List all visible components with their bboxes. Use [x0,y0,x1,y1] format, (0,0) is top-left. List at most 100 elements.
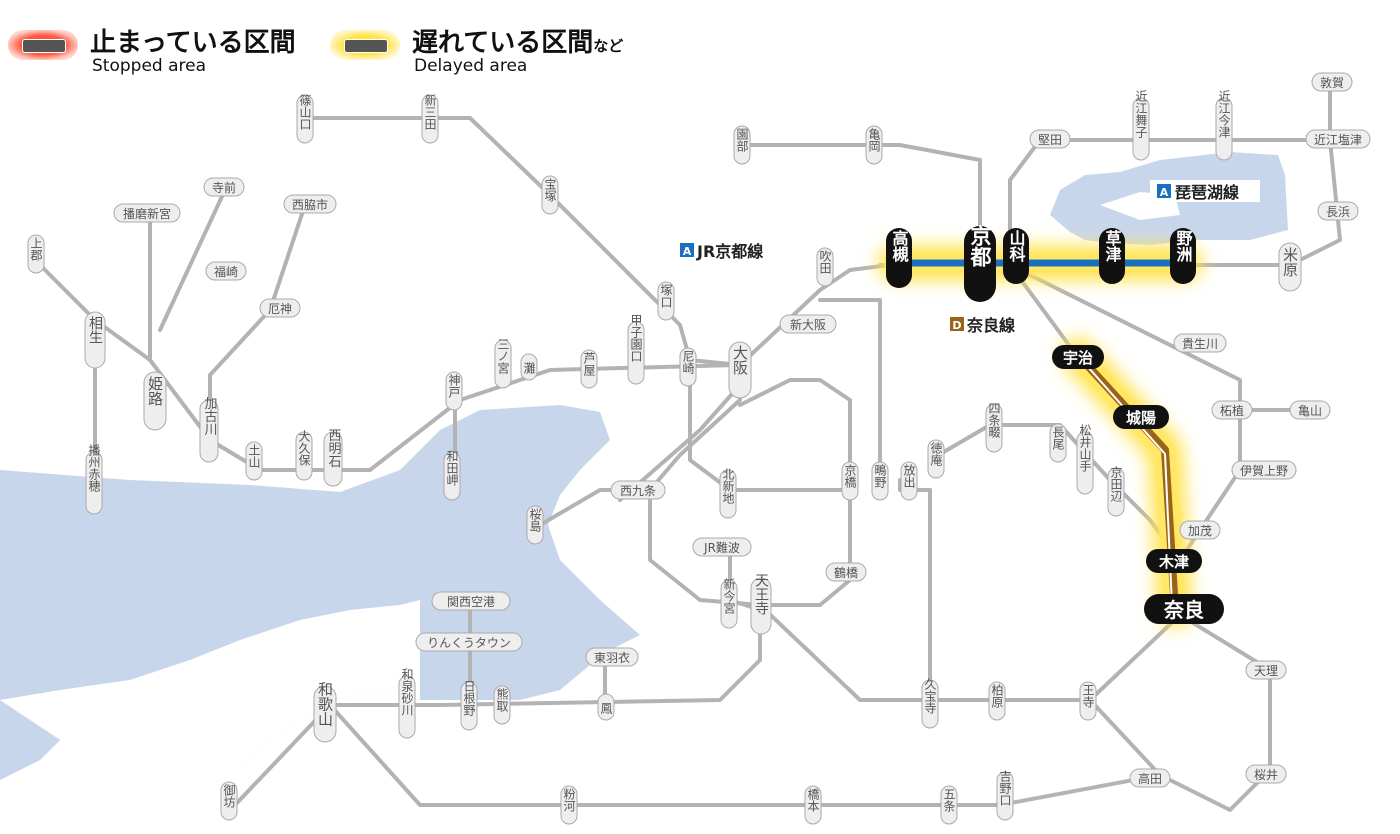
station-hineno[interactable]: 日根野 [460,680,478,731]
station-tsukaguchi[interactable]: 塚口 [657,281,675,321]
legend-stopped-ja: 止まっている区間 [90,28,296,58]
station-koshienguchi[interactable]: 甲子園口 [627,314,645,385]
station-tennoji[interactable]: 天王寺 [750,573,772,635]
station-amagasaki[interactable]: 尼崎 [679,347,697,387]
station-uji[interactable]: 宇治 [1052,345,1104,369]
station-kibukawa[interactable]: 貴生川 [1173,333,1227,353]
station-gojo[interactable]: 五条 [940,785,958,825]
station-shigino[interactable]: 鴫野 [871,461,889,501]
station-kamigori[interactable]: 上郡 [27,234,45,274]
station-fukusaki[interactable]: 福崎 [205,261,247,281]
station-iga[interactable]: 伊賀上野 [1231,460,1297,480]
station-sannomiya[interactable]: 三ノ宮 [494,338,512,389]
station-gobo[interactable]: 御坊 [220,781,238,821]
station-yamashina[interactable]: 山科 [1003,228,1029,284]
station-hashimoto[interactable]: 橋本 [804,785,822,825]
svg-text:貴生川: 貴生川 [1182,337,1218,351]
station-wadamisaki[interactable]: 和田岬 [443,450,461,501]
station-kazamiyama[interactable]: 柘植 [1211,400,1253,420]
station-suita[interactable]: 吹田 [816,247,834,287]
station-sasayamaguchi[interactable]: 篠山口 [296,93,314,144]
station-kakogawa[interactable]: 加古川 [199,397,219,463]
station-joyo[interactable]: 城陽 [1113,405,1169,429]
station-takada[interactable]: 高田 [1129,768,1171,788]
station-maibara[interactable]: 米原 [1278,242,1302,292]
station-himeji[interactable]: 姫路 [143,371,167,431]
svg-text:御坊: 御坊 [222,783,236,808]
stopped-swatch-bar [22,39,66,53]
station-nara[interactable]: 奈良 [1144,594,1224,624]
station-matsuiyamate[interactable]: 松井山手 [1076,424,1094,495]
station-sonobe[interactable]: 園部 [733,125,751,165]
station-kobe[interactable]: 神戸 [445,371,463,411]
station-kyotanabe[interactable]: 京田辺 [1107,466,1125,517]
station-yasu[interactable]: 野洲 [1170,228,1196,284]
station-izumisunagawa[interactable]: 和泉砂川 [398,668,416,739]
station-kyoto[interactable]: 京都 [964,224,996,302]
station-tsuchiyama[interactable]: 土山 [245,441,263,481]
station-osaka[interactable]: 大阪 [728,341,752,399]
svg-text:大久保: 大久保 [297,430,311,466]
station-yakujin[interactable]: 厄神 [259,298,301,318]
station-aioi[interactable]: 相生 [84,311,106,369]
svg-text:奈良: 奈良 [1163,598,1204,622]
station-sakurajima[interactable]: 桜島 [526,505,544,545]
station-wakayama[interactable]: 和歌山 [313,682,337,743]
station-kamo[interactable]: 加茂 [1179,520,1221,540]
station-konakawa[interactable]: 粉河 [560,785,578,825]
station-harimashinguu[interactable]: 播磨新宮 [113,203,181,223]
station-kameoka[interactable]: 亀岡 [865,125,883,165]
svg-text:草津: 草津 [1103,230,1122,263]
svg-text:西明石: 西明石 [326,429,342,468]
station-tsurahashi[interactable]: 鶴橋 [825,562,867,582]
station-teramae[interactable]: 寺前 [203,177,245,197]
svg-text:柘植: 柘植 [1220,403,1244,418]
station-ashiya[interactable]: 芦屋 [580,349,598,389]
station-tenri[interactable]: 天理 [1245,660,1287,680]
station-kumatori[interactable]: 熊取 [493,685,511,725]
station-kitashinchi[interactable]: 北新地 [719,468,737,519]
legend-delayed-en: Delayed area [414,56,528,76]
station-nagahama[interactable]: 長浜 [1317,201,1359,221]
station-shijonawate[interactable]: 四条畷 [985,402,1003,453]
station-sakurai[interactable]: 桜井 [1245,764,1287,784]
station-rinku[interactable]: りんくうタウン [415,632,523,652]
station-omishiotsu[interactable]: 近江塩津 [1305,129,1371,149]
station-hanaten[interactable]: 放出 [900,461,918,501]
station-jrnamba[interactable]: JR難波 [692,537,752,557]
station-nada[interactable]: 灘 [520,353,538,381]
station-kameyama[interactable]: 亀山 [1289,400,1331,420]
station-tsuruga[interactable]: 敦賀 [1311,72,1353,92]
stations: 篠山口 新三田 宝塚 園部 亀岡 堅田 近江舞子 近江今津 敦賀 近江塩津 長浜… [27,72,1371,825]
station-yoshinoguchi[interactable]: 吉野口 [996,770,1014,821]
kyoto-line-badge[interactable]: A JR京都線 [674,238,784,261]
station-omiimazu[interactable]: 近江今津 [1215,90,1233,161]
station-okubo[interactable]: 大久保 [295,430,313,481]
station-nishikujo[interactable]: 西九条 [610,480,666,500]
svg-text:西脇市: 西脇市 [292,197,328,212]
station-omimaiko[interactable]: 近江舞子 [1132,90,1150,161]
station-shinsanda[interactable]: 新三田 [421,93,439,144]
station-shinosaka[interactable]: 新大阪 [779,314,837,334]
station-kyobashi[interactable]: 京橋 [841,461,859,501]
station-otori[interactable]: 鳳 [597,693,615,721]
station-nishiakashi[interactable]: 西明石 [323,429,343,487]
station-katata[interactable]: 堅田 [1029,129,1071,149]
nara-line-badge[interactable]: D 奈良線 [944,313,1030,335]
svg-text:和歌山: 和歌山 [316,682,334,727]
station-nishiwakishi[interactable]: 西脇市 [283,194,337,214]
station-tokuan[interactable]: 徳庵 [927,439,945,479]
station-takatsuki[interactable]: 高槻 [886,228,912,288]
station-kizu[interactable]: 木津 [1146,549,1202,573]
biwako-line-badge[interactable]: A 琵琶湖線 [1150,180,1260,202]
station-higashihagoromo[interactable]: 東羽衣 [585,647,639,667]
station-kyuhoji[interactable]: 久宝寺 [921,678,939,729]
station-oji[interactable]: 王寺 [1079,681,1097,721]
station-nagao[interactable]: 長尾 [1049,423,1067,463]
station-kashiwara[interactable]: 柏原 [988,681,1006,721]
station-kusatsu[interactable]: 草津 [1099,228,1125,284]
station-banshuako[interactable]: 播州赤穂 [85,444,103,515]
station-kansaikuko[interactable]: 関西空港 [431,591,511,611]
station-shinimamiya[interactable]: 新今宮 [720,577,738,629]
station-takarazuka[interactable]: 宝塚 [541,175,559,215]
